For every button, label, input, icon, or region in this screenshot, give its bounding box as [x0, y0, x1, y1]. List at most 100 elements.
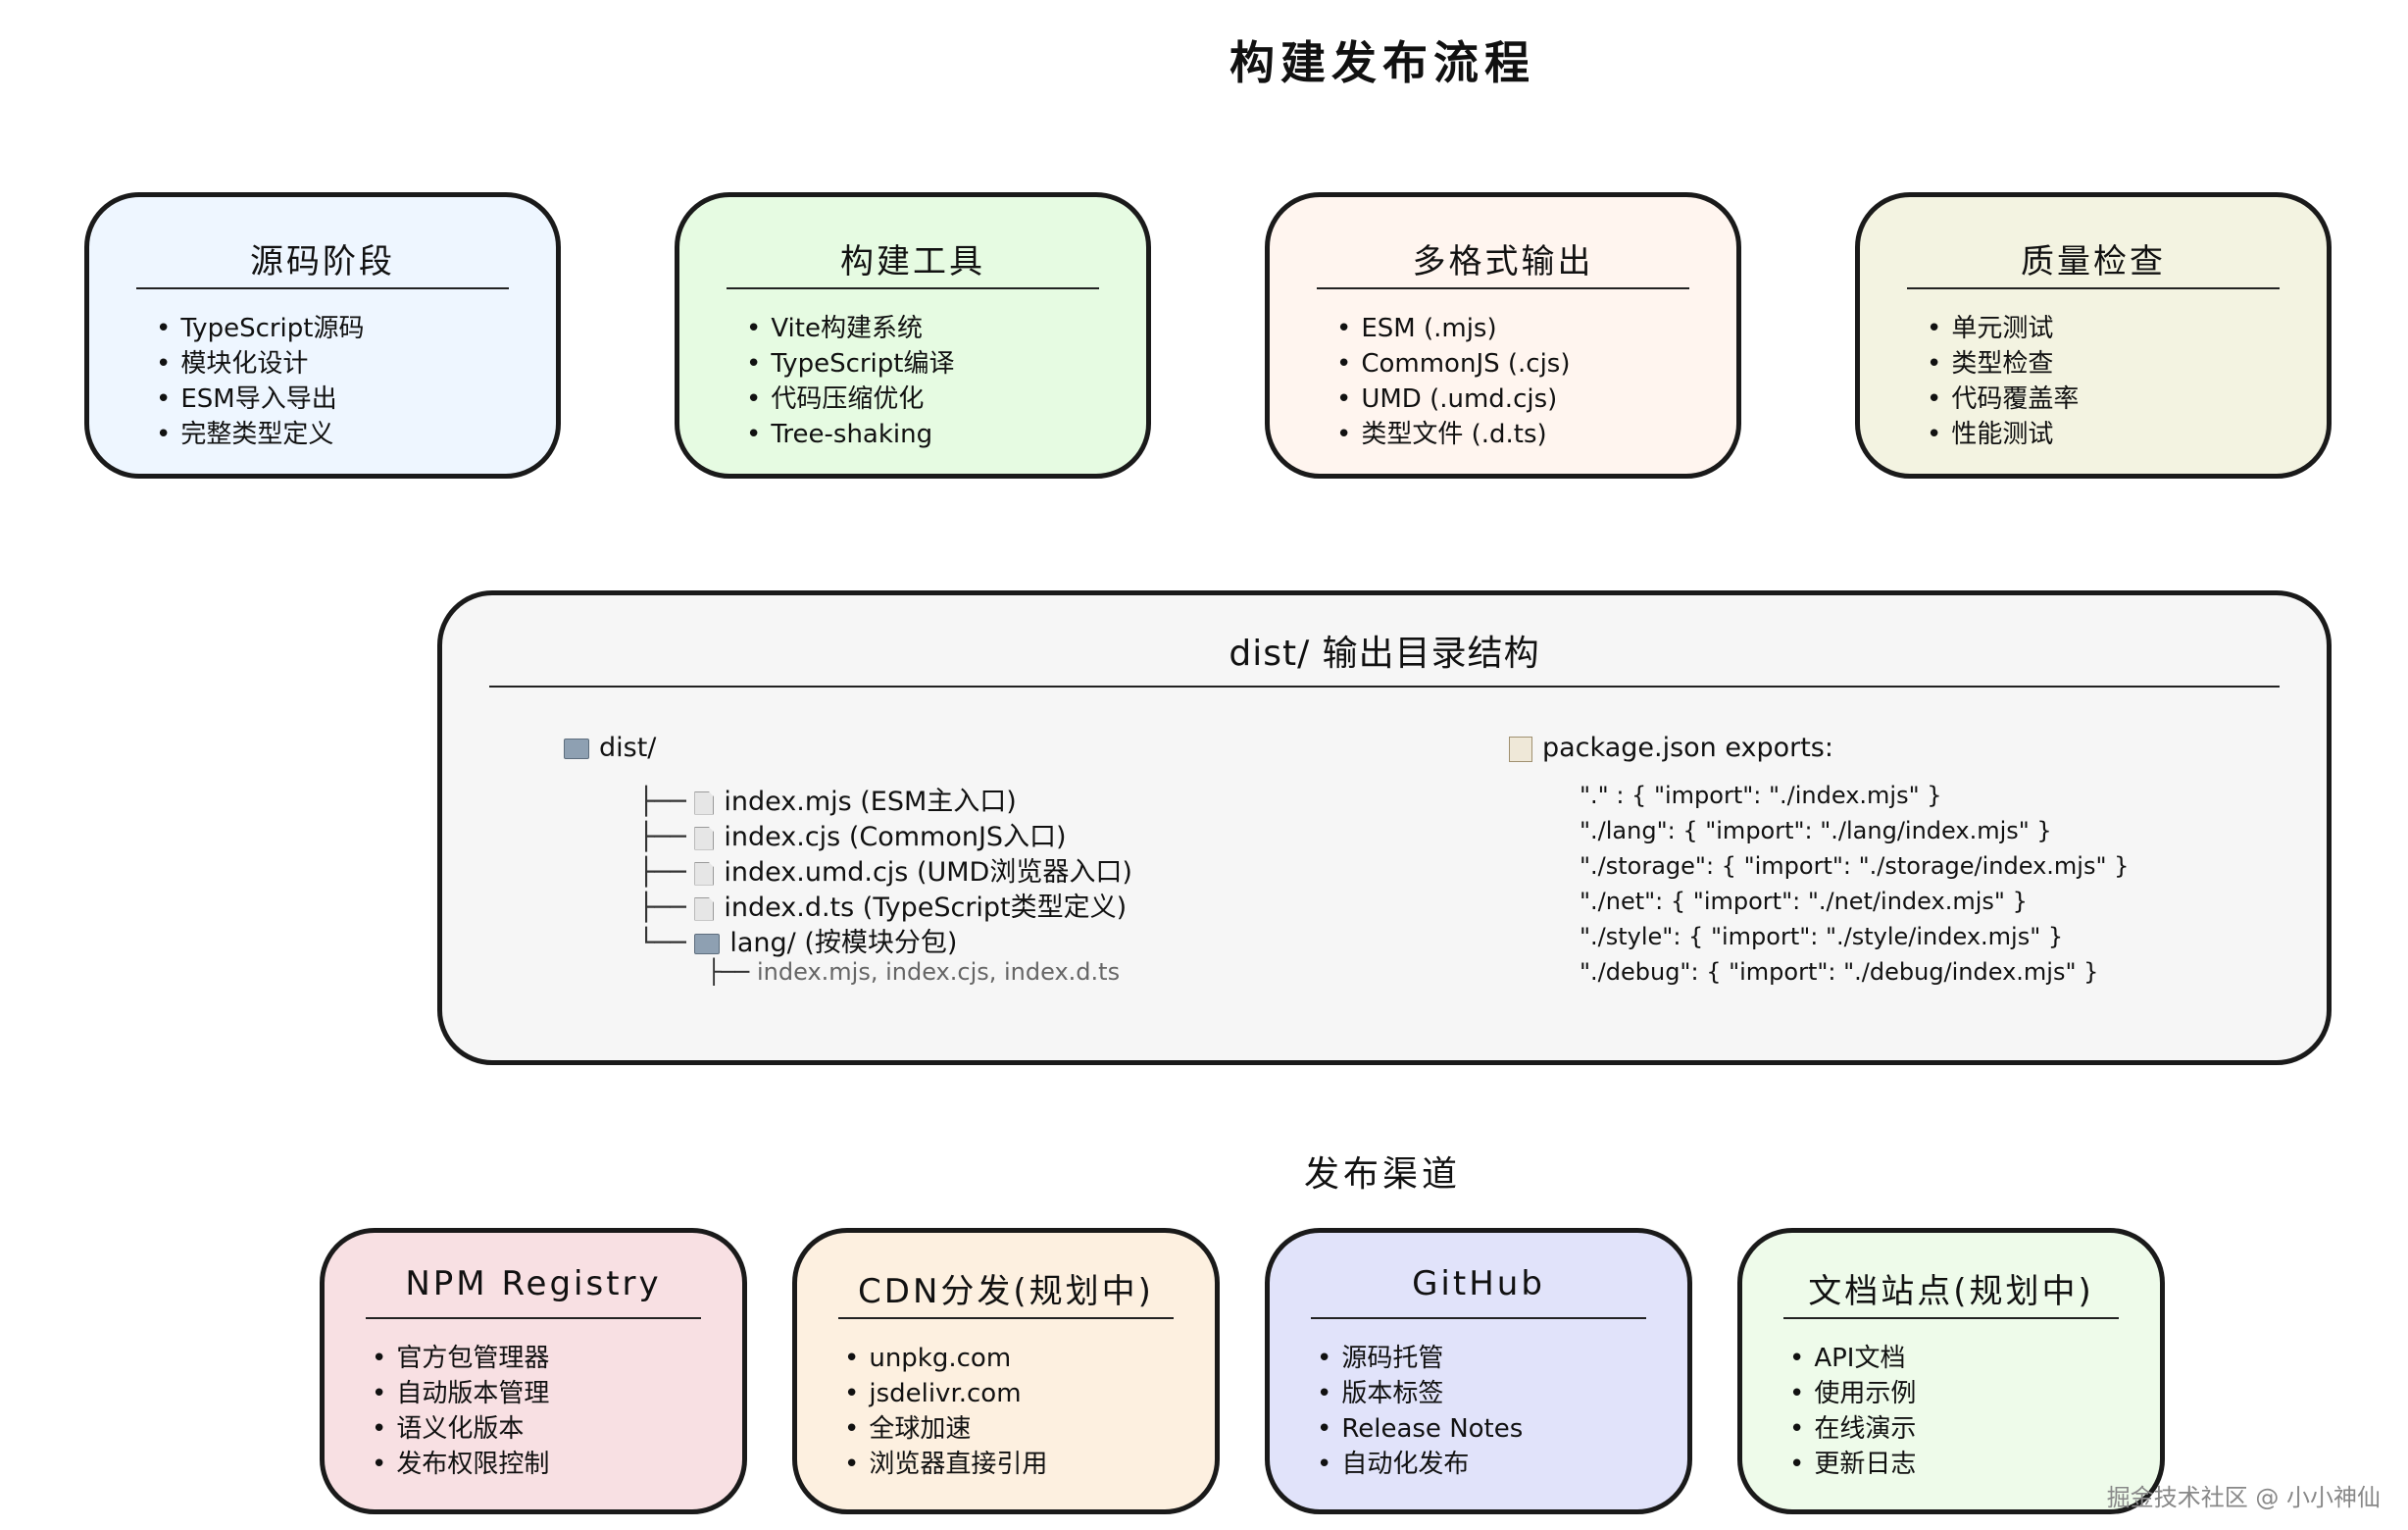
list-item: 版本标签 [1317, 1376, 1523, 1411]
list-item: ESM导入导出 [156, 382, 364, 417]
tree-item: ├── index.d.ts (TypeScript类型定义) [638, 886, 1127, 924]
stage-card-build: 构建工具 Vite构建系统 TypeScript编译 代码压缩优化 Tree-s… [675, 192, 1151, 479]
list-item: CommonJS (.cjs) [1336, 346, 1570, 382]
stage-items: TypeScript源码 模块化设计 ESM导入导出 完整类型定义 [156, 311, 364, 452]
tree-branch: ├── [638, 787, 686, 817]
list-item: ESM (.mjs) [1336, 311, 1571, 346]
list-item: Release Notes [1317, 1411, 1523, 1447]
tree-file-label: index.d.ts (TypeScript类型定义) [724, 892, 1128, 923]
file-icon [694, 826, 715, 850]
watermark: 掘金技术社区 @ 小小神仙 [2106, 1484, 2381, 1511]
stage-card-source: 源码阶段 TypeScript源码 模块化设计 ESM导入导出 完整类型定义 [84, 192, 561, 479]
dist-panel-title: dist/ 输出目录结构 [1229, 634, 1540, 674]
exports-title: package.json exports: [1509, 733, 1833, 763]
stage-items: Vite构建系统 TypeScript编译 代码压缩优化 Tree-shakin… [746, 311, 954, 452]
channel-card-cdn: CDN分发(规划中) unpkg.com jsdelivr.com 全球加速 浏… [792, 1228, 1220, 1514]
list-item: 代码压缩优化 [746, 382, 954, 417]
tree-item: ├── index.mjs (ESM主入口) [638, 780, 1017, 818]
tree-branch: └── [638, 928, 686, 958]
tree-branch: ├── [638, 892, 686, 923]
list-item: unpkg.com [844, 1341, 1047, 1376]
list-item: 单元测试 [1927, 311, 2079, 346]
channel-items: unpkg.com jsdelivr.com 全球加速 浏览器直接引用 [844, 1341, 1047, 1482]
list-item: 自动化发布 [1317, 1447, 1523, 1482]
tree-file-label: index.mjs (ESM主入口) [724, 787, 1017, 817]
folder-icon [564, 739, 589, 759]
tree-root-label: dist/ [599, 733, 657, 763]
list-item: 浏览器直接引用 [844, 1447, 1047, 1482]
export-entry: "./net": { "import": "./net/index.mjs" } [1580, 888, 2028, 915]
list-item: 源码托管 [1317, 1341, 1523, 1376]
list-item: 语义化版本 [372, 1411, 549, 1447]
tree-item: ├── index.cjs (CommonJS入口) [638, 815, 1067, 853]
export-entry: "./lang": { "import": "./lang/index.mjs"… [1580, 817, 2052, 844]
divider [727, 287, 1099, 289]
file-icon [694, 861, 715, 886]
stage-items: 单元测试 类型检查 代码覆盖率 性能测试 [1927, 311, 2079, 452]
stage-title: 质量检查 [2021, 242, 2166, 281]
list-item: 类型文件 (.d.ts) [1336, 417, 1571, 452]
diagram-title: 构建发布流程 [1229, 36, 1535, 89]
divider [489, 686, 2280, 688]
divider [1317, 287, 1689, 289]
channel-items: API文档 使用示例 在线演示 更新日志 [1789, 1341, 1916, 1482]
list-item: Tree-shaking [746, 417, 954, 452]
stage-title: 构建工具 [840, 242, 985, 281]
divider [1311, 1317, 1646, 1319]
stage-items: ESM (.mjs) CommonJS (.cjs) UMD (.umd.cjs… [1336, 311, 1571, 452]
list-item: 代码覆盖率 [1927, 382, 2079, 417]
tree-file-label: index.umd.cjs (UMD浏览器入口) [724, 857, 1132, 888]
divider [838, 1317, 1174, 1319]
list-item: 自动版本管理 [372, 1376, 549, 1411]
channel-title: GitHub [1412, 1264, 1545, 1303]
list-item: 官方包管理器 [372, 1341, 549, 1376]
list-item: 类型检查 [1927, 346, 2079, 382]
tree-subitem: ├── index.mjs, index.cjs, index.d.ts [707, 958, 1120, 986]
export-entry: "./debug": { "import": "./debug/index.mj… [1580, 958, 2099, 986]
clipboard-icon [1509, 736, 1532, 762]
list-item: jsdelivr.com [844, 1376, 1047, 1411]
file-icon [694, 896, 715, 921]
list-item: API文档 [1789, 1341, 1916, 1376]
list-item: 完整类型定义 [156, 417, 364, 452]
export-entry: "./storage": { "import": "./storage/inde… [1580, 852, 2130, 880]
stage-card-output: 多格式输出 ESM (.mjs) CommonJS (.cjs) UMD (.u… [1265, 192, 1741, 479]
tree-file-label: index.cjs (CommonJS入口) [724, 822, 1067, 852]
list-item: 更新日志 [1789, 1447, 1916, 1482]
tree-folder: └── lang/ (按模块分包) [638, 921, 957, 959]
list-item: UMD (.umd.cjs) [1336, 382, 1571, 417]
tree-branch: ├── [707, 958, 750, 986]
tree-subfiles-label: index.mjs, index.cjs, index.d.ts [757, 958, 1121, 986]
export-entry: "./style": { "import": "./style/index.mj… [1580, 923, 2064, 950]
stage-title: 源码阶段 [250, 242, 395, 281]
stage-title: 多格式输出 [1412, 242, 1594, 281]
channel-card-github: GitHub 源码托管 版本标签 Release Notes 自动化发布 [1265, 1228, 1692, 1514]
list-item: 全球加速 [844, 1411, 1047, 1447]
export-entry: "." : { "import": "./index.mjs" } [1580, 782, 1942, 809]
channel-items: 源码托管 版本标签 Release Notes 自动化发布 [1317, 1341, 1523, 1482]
tree-root: dist/ [564, 733, 656, 763]
stage-card-quality: 质量检查 单元测试 类型检查 代码覆盖率 性能测试 [1855, 192, 2332, 479]
list-item: Vite构建系统 [746, 311, 954, 346]
list-item: 模块化设计 [156, 346, 364, 382]
divider [136, 287, 509, 289]
divider [366, 1317, 701, 1319]
list-item: 发布权限控制 [372, 1447, 549, 1482]
tree-folder-label: lang/ (按模块分包) [729, 928, 958, 958]
folder-icon [694, 934, 721, 954]
list-item: 使用示例 [1789, 1376, 1916, 1411]
list-item: 在线演示 [1789, 1411, 1916, 1447]
list-item: TypeScript源码 [156, 311, 364, 346]
list-item: 性能测试 [1927, 417, 2079, 452]
channel-items: 官方包管理器 自动版本管理 语义化版本 发布权限控制 [372, 1341, 549, 1482]
file-icon [694, 790, 715, 815]
channels-title: 发布渠道 [1303, 1154, 1461, 1195]
tree-branch: ├── [638, 822, 686, 852]
exports-title-label: package.json exports: [1542, 733, 1833, 763]
channel-card-npm: NPM Registry 官方包管理器 自动版本管理 语义化版本 发布权限控制 [320, 1228, 747, 1514]
tree-item: ├── index.umd.cjs (UMD浏览器入口) [638, 850, 1132, 889]
channel-title: 文档站点(规划中) [1808, 1272, 2094, 1311]
divider [1907, 287, 2280, 289]
tree-branch: ├── [638, 857, 686, 888]
list-item: TypeScript编译 [746, 346, 954, 382]
